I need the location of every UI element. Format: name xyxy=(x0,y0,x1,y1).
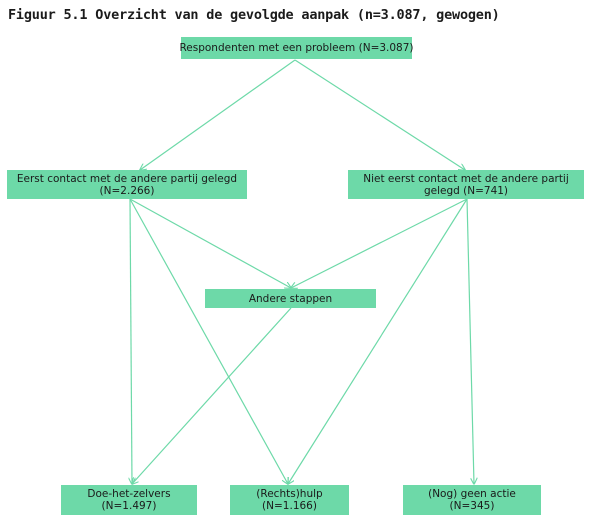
node-no-action-count: (N=345) xyxy=(449,500,495,512)
arrow-no-first-contact-to-no-action xyxy=(466,198,474,484)
node-first-contact: Eerst contact met de andere partij geleg… xyxy=(7,170,247,199)
node-diy-label: Doe-het-zelvers xyxy=(87,488,171,500)
node-respondents-label: Respondenten met een probleem (N=3.087) xyxy=(179,42,414,54)
figure-number: Figuur 5.1 xyxy=(8,7,88,23)
arrow-first-contact-to-diy xyxy=(130,198,132,484)
node-no-first-contact-label: Niet eerst contact met de andere partij xyxy=(363,172,569,185)
node-no-action-label: (Nog) geen actie xyxy=(428,488,516,500)
node-diy-count: (N=1.497) xyxy=(101,500,157,512)
node-no-action: (Nog) geen actie (N=345) xyxy=(403,485,541,515)
arrow-no-first-contact-to-other-steps xyxy=(291,198,468,288)
node-legal-help-count: (N=1.166) xyxy=(262,500,317,512)
arrow-no-first-contact-to-legal-help xyxy=(288,198,468,484)
node-legal-help-label: (Rechts)hulp xyxy=(256,488,323,500)
node-diy: Doe-het-zelvers (N=1.497) xyxy=(61,485,197,515)
arrow-respondents-to-first-contact xyxy=(140,59,296,170)
node-no-first-contact: Niet eerst contact met de andere partij … xyxy=(348,170,584,199)
figure-title: Figuur 5.1 Overzicht van de gevolgde aanp… xyxy=(8,7,500,23)
node-first-contact-count: (N=2.266) xyxy=(99,184,155,197)
arrow-respondents-to-no-first-contact xyxy=(294,59,465,170)
node-other-steps-label: Andere stappen xyxy=(248,292,333,305)
node-other-steps: Andere stappen xyxy=(205,289,376,308)
node-no-first-contact-count: gelegd (N=741) xyxy=(423,184,509,197)
arrow-first-contact-to-other-steps xyxy=(129,198,291,288)
node-respondents: Respondenten met een probleem (N=3.087) xyxy=(179,37,414,59)
node-first-contact-label: Eerst contact met de andere partij geleg… xyxy=(16,172,238,185)
figure-caption: Overzicht van de gevolgde aanpak (n=3.08… xyxy=(95,7,500,23)
arrow-other-steps-to-diy xyxy=(132,307,292,484)
arrow-first-contact-to-legal-help xyxy=(129,198,288,484)
node-legal-help: (Rechts)hulp (N=1.166) xyxy=(230,485,349,515)
